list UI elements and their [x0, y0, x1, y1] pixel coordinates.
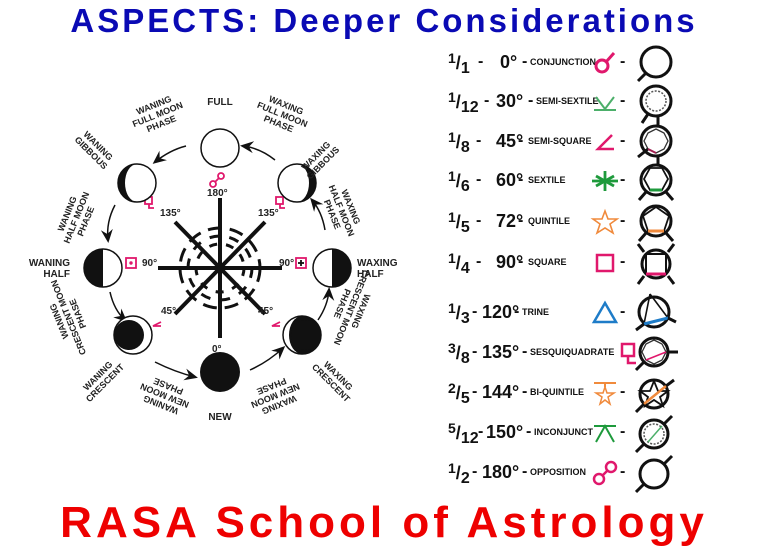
bi-quintile-chart-icon [634, 378, 675, 414]
moon-phase-wheel: 180° 0° 90° 90° 135° 135° 45° 45° [0, 40, 430, 500]
aspect-row-square: 1/4 - 90° - SQUARE - [440, 243, 740, 285]
label-waning-full-moon-phase: WANING FULL MOON PHASE [131, 94, 184, 135]
label-waxing-half: WAXING HALF [357, 258, 398, 280]
aspect-row-opposition: 1/2 - 180° - OPPOSITION - [440, 454, 740, 494]
label-waning-half: WANING HALF [29, 258, 70, 280]
label-waxing-gibbous: WAXING GIBBOUS [299, 139, 341, 181]
label-full: FULL [207, 97, 233, 108]
opposition-icon [209, 172, 225, 188]
aspect-row-semi-square: 1/8 - 45° - SEMI-SQUARE - [440, 123, 740, 165]
aspect-cross [158, 198, 282, 338]
label-waning-half-moon-phase: WANING HALF MOON PHASE [56, 190, 97, 244]
label-waning-new-moon-phase: WANING NEW MOON PHASE [139, 376, 190, 417]
moon-full [200, 128, 240, 168]
dashed-rings [178, 226, 262, 310]
angle-90-right: 90° [279, 258, 294, 269]
aspect-row-sextile: 1/6 - 60° - SEXTILE - [440, 162, 740, 202]
label-waxing-full-moon-phase: WAXING FULL MOON PHASE [256, 94, 309, 134]
footer-brand: RASA School of Astrology [60, 498, 708, 547]
square-icon-left [125, 257, 137, 269]
sesquiquadrate-icon-right [275, 196, 285, 209]
label-waning-gibbous: WANING GIBBOUS [73, 129, 115, 171]
moon-waning-crescent [113, 315, 153, 355]
aspect-row-sesquiquadrate: 3/8 - 135° - SESQUIQUADRATE [440, 334, 740, 374]
moon-waning-half [83, 248, 123, 288]
angle-45-left: 45° [161, 306, 176, 317]
phase-arrows [100, 141, 335, 381]
conjunction-icon [594, 52, 616, 74]
semi-square-icon [594, 134, 614, 151]
sesquiquadrate-icon [620, 342, 636, 365]
semi-square-icon-left [152, 321, 162, 327]
conjunction-chart-icon [636, 45, 673, 83]
aspect-row-quintile: 1/5 - 72° - QUINTILE - [440, 203, 740, 243]
square-icon [595, 253, 615, 273]
square-chart-icon [636, 243, 676, 285]
label-waxing-crescent: WAXING CRESCENT [310, 359, 355, 404]
angle-90-left: 90° [142, 258, 157, 269]
inconjunct-chart-icon [634, 414, 674, 454]
angle-0: 0° [212, 344, 222, 355]
svg-text:HALF: HALF [43, 269, 70, 280]
aspect-row-semi-sextile: 1/12 - 30° - SEMI-SEXTILE - [440, 83, 740, 125]
page-title: ASPECTS: Deeper Considerations [70, 2, 698, 39]
opposition-icon [592, 460, 618, 486]
label-waxing-new-moon-phase: WAXING NEW MOON PHASE [250, 376, 301, 416]
aspect-row-inconjunct: 5/12 - 150° - INCONJUNCT - [440, 414, 740, 454]
moon-waxing-crescent [282, 315, 322, 355]
sesquiquadrate-chart-icon [634, 336, 678, 372]
inconjunct-icon [594, 423, 616, 443]
label-new: NEW [208, 412, 232, 423]
angle-180: 180° [207, 188, 228, 199]
svg-text:WAXING: WAXING [357, 258, 398, 269]
quintile-icon [590, 208, 620, 235]
semi-sextile-icon [594, 96, 616, 111]
semi-sextile-chart-icon [639, 84, 673, 125]
label-waning-crescent: WANING CRESCENT [81, 359, 126, 404]
moon-waning-gibbous [117, 163, 157, 203]
sextile-chart-icon [637, 163, 675, 201]
label-waning-crescent-moon-phase: WANING CRESCENT MOON PHASE [48, 278, 89, 356]
aspect-row-conjunction: 1/1 - 0° - CONJUNCTION - [440, 44, 740, 84]
aspect-row-bi-quintile: 2/5 - 144° - BI-QUINTILE - [440, 374, 740, 414]
angle-135-right: 135° [258, 208, 279, 219]
semi-square-chart-icon [637, 124, 673, 165]
opposition-chart-icon [634, 454, 674, 494]
angle-45-right: 45° [258, 306, 273, 317]
moon-waxing-gibbous [277, 163, 317, 203]
trine-chart-icon [635, 293, 677, 332]
sextile-icon [592, 171, 618, 191]
label-waxing-half-moon-phase: WAXING HALF MOON PHASE [322, 183, 362, 237]
aspect-row-trine: 1/3 - 120° - TRINE - [440, 293, 740, 334]
svg-text:HALF: HALF [357, 269, 384, 280]
svg-text:WANING: WANING [29, 258, 70, 269]
square-icon-right [295, 257, 307, 269]
bi-quintile-icon [593, 382, 617, 407]
moon-waxing-half [312, 248, 352, 288]
trine-icon [591, 300, 619, 324]
moon-new [200, 352, 240, 392]
angle-135-left: 135° [160, 208, 181, 219]
semi-square-icon-right [271, 321, 281, 327]
quintile-chart-icon [637, 204, 675, 242]
